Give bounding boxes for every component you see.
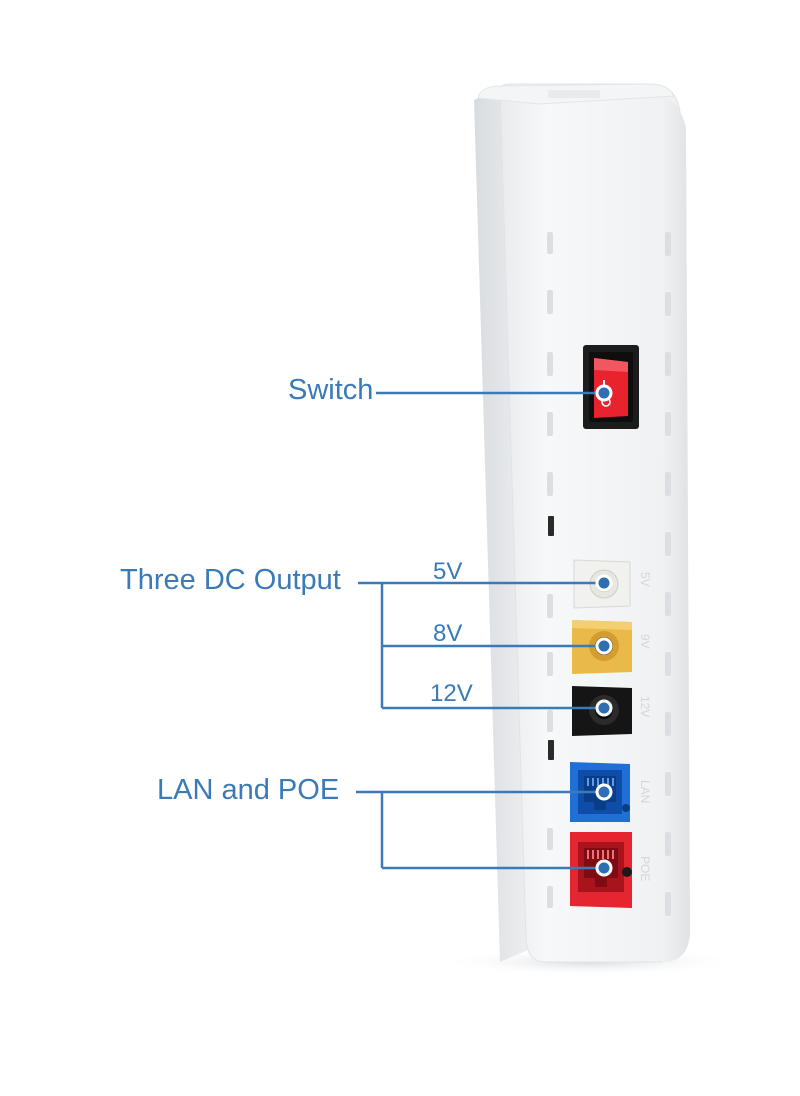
power-switch[interactable] [583,345,639,429]
lan-poe-label: LAN and POE [157,774,340,806]
callout-lines [356,391,604,870]
right-vent-column [665,232,671,916]
left-vent-column [547,232,553,908]
device-front-face [499,83,687,963]
callout-dots [595,384,613,877]
marking-12v: 12V [638,696,652,718]
side-slot-lower [548,740,554,760]
marking-5v: 5V [638,572,652,587]
marking-poe: POE [638,856,652,882]
dc-12v-label: 12V [430,680,473,707]
top-vent [548,90,600,98]
device-right-bevel [660,96,690,962]
switch-label: Switch [288,374,374,406]
device-left-edge [474,88,528,962]
dc-output-label: Three DC Output [120,564,341,596]
dc-8v-label: 8V [433,620,463,647]
marking-lan: LAN [638,780,652,804]
dc-5v-label: 5V [433,558,463,585]
marking-9v: 9V [638,634,652,649]
side-slot-upper [548,516,554,536]
